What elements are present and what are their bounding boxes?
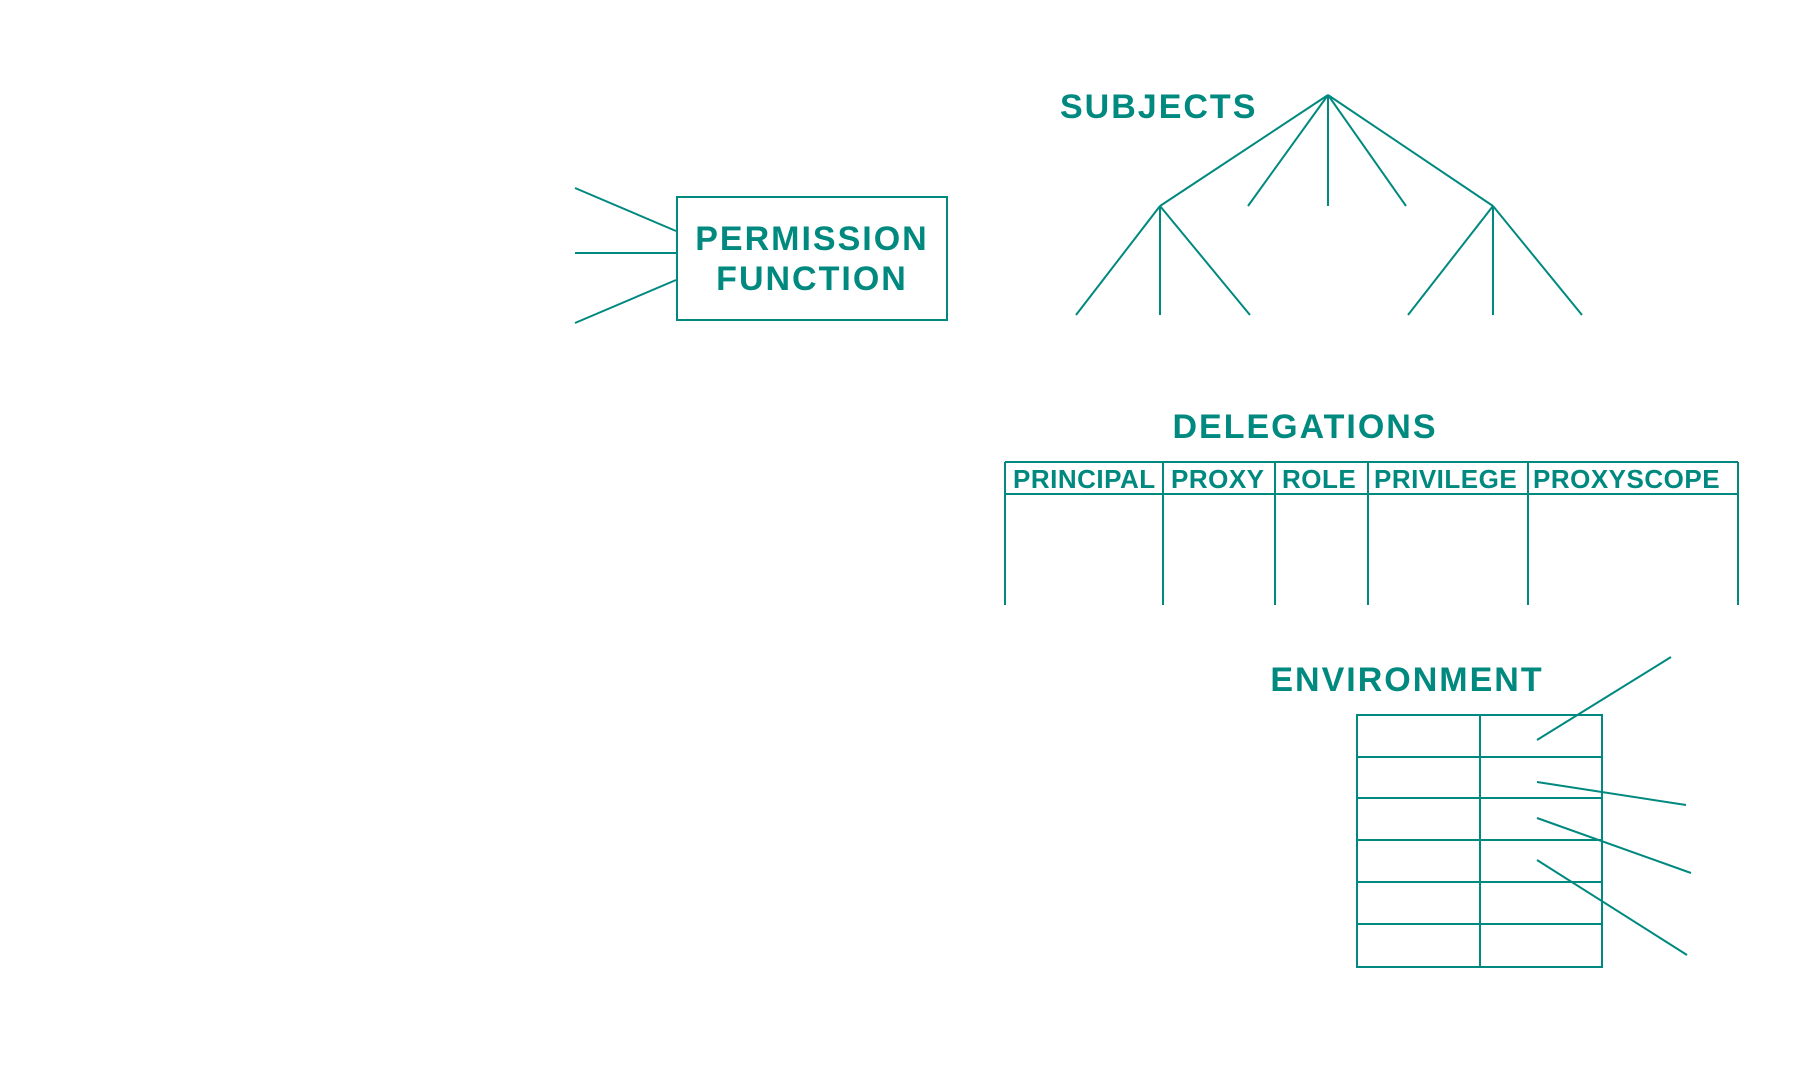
tree-edge: [1327, 94, 1494, 207]
column-header-proxyscope: PROXYSCOPE: [1533, 464, 1720, 494]
column-header-principal: PRINCIPAL: [1013, 464, 1156, 494]
environment-table: ENVIRONMENT: [1270, 656, 1692, 968]
tree-edge: [1407, 205, 1494, 316]
delegations-table: DELEGATIONS PRINCIPAL PROXY ROLE PRIVILE…: [1004, 408, 1739, 605]
tree-edge: [1159, 205, 1251, 316]
column-header-proxy: PROXY: [1171, 464, 1265, 494]
permission-function-label-line1: PERMISSION: [695, 220, 928, 258]
environment-leader-line: [1536, 859, 1688, 956]
tree-edge: [1247, 94, 1329, 207]
permission-function-label-line2: FUNCTION: [716, 260, 908, 298]
pf-input-line-bottom: [574, 279, 677, 324]
subjects-title: SUBJECTS: [1060, 88, 1257, 126]
subjects-tree: SUBJECTS: [1060, 88, 1583, 316]
environment-leader-line: [1536, 817, 1692, 874]
tree-edge: [1075, 205, 1161, 316]
column-header-role: ROLE: [1282, 464, 1356, 494]
environment-title: ENVIRONMENT: [1270, 661, 1543, 699]
permission-function-box: [676, 196, 948, 321]
pf-input-line-top: [574, 187, 677, 232]
tree-edge: [1327, 94, 1407, 207]
environment-leader-line: [1536, 781, 1687, 806]
permission-function: PERMISSION FUNCTION: [574, 187, 948, 324]
delegations-title: DELEGATIONS: [1172, 408, 1437, 446]
environment-leader-line: [1536, 656, 1672, 741]
tree-edge: [1492, 205, 1583, 316]
column-header-privilege: PRIVILEGE: [1374, 464, 1517, 494]
tree-edge: [1159, 94, 1329, 207]
